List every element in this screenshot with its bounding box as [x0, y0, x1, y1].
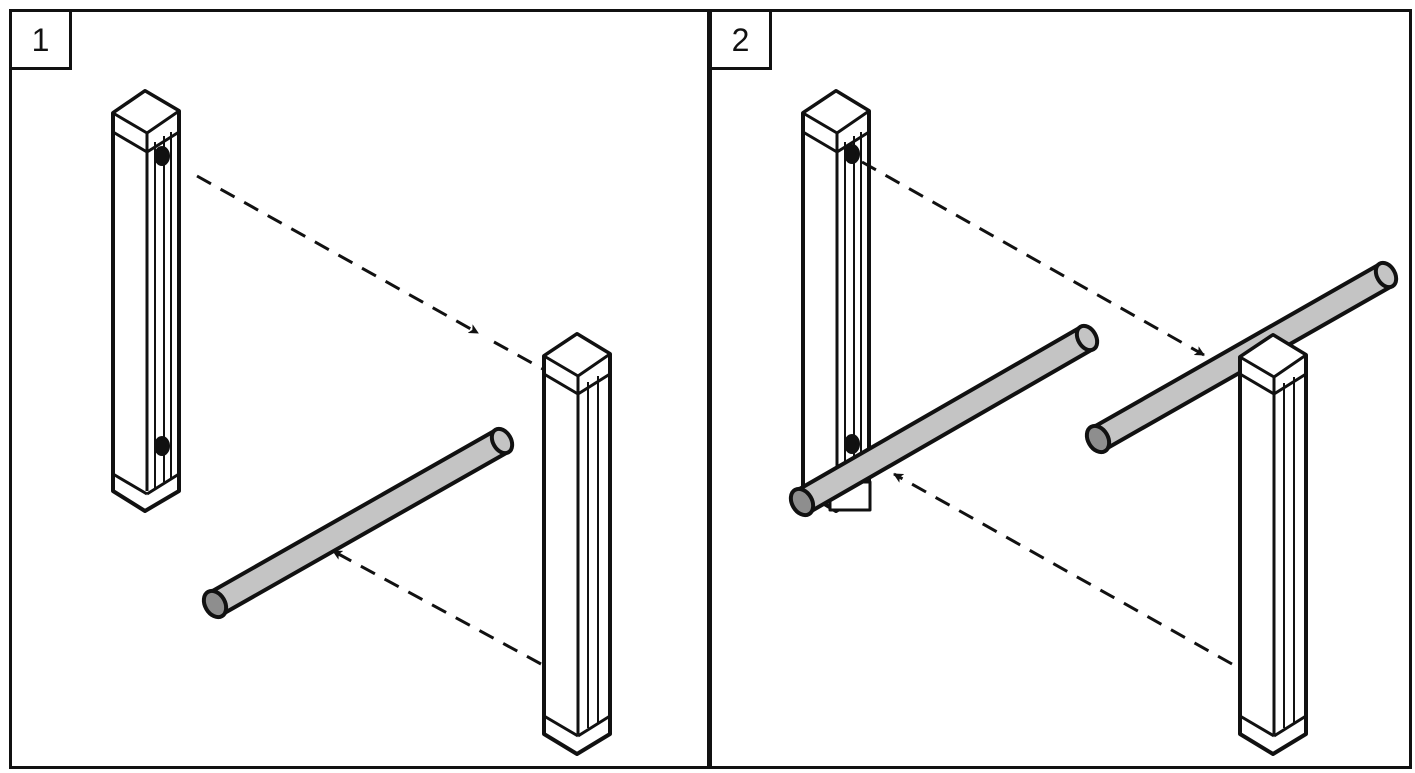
transmitter-sensor: [801, 89, 872, 513]
light-beam-arrow: [861, 160, 1205, 357]
lens-dot-icon: [154, 436, 170, 456]
step-number-label: 2: [712, 12, 772, 70]
lens-dot-icon: [844, 434, 860, 454]
step-panel-2: 2: [709, 9, 1412, 769]
light-beam-arrow: [332, 549, 542, 666]
step-2-illustration: [788, 89, 1399, 756]
test-rod-front: [788, 323, 1100, 518]
step-1-illustration: [111, 89, 612, 756]
transmitter-sensor: [111, 89, 181, 513]
light-beam-arrow: [893, 472, 1233, 666]
lens-dot-icon: [154, 146, 170, 166]
lens-dot-icon: [844, 144, 860, 164]
receiver-sensor: [542, 332, 612, 756]
step-number-label: 1: [12, 12, 72, 70]
step-panel-1: 1: [9, 9, 710, 769]
test-rod: [201, 426, 515, 620]
receiver-sensor: [1238, 333, 1308, 756]
light-beam-arrow: [196, 174, 479, 335]
